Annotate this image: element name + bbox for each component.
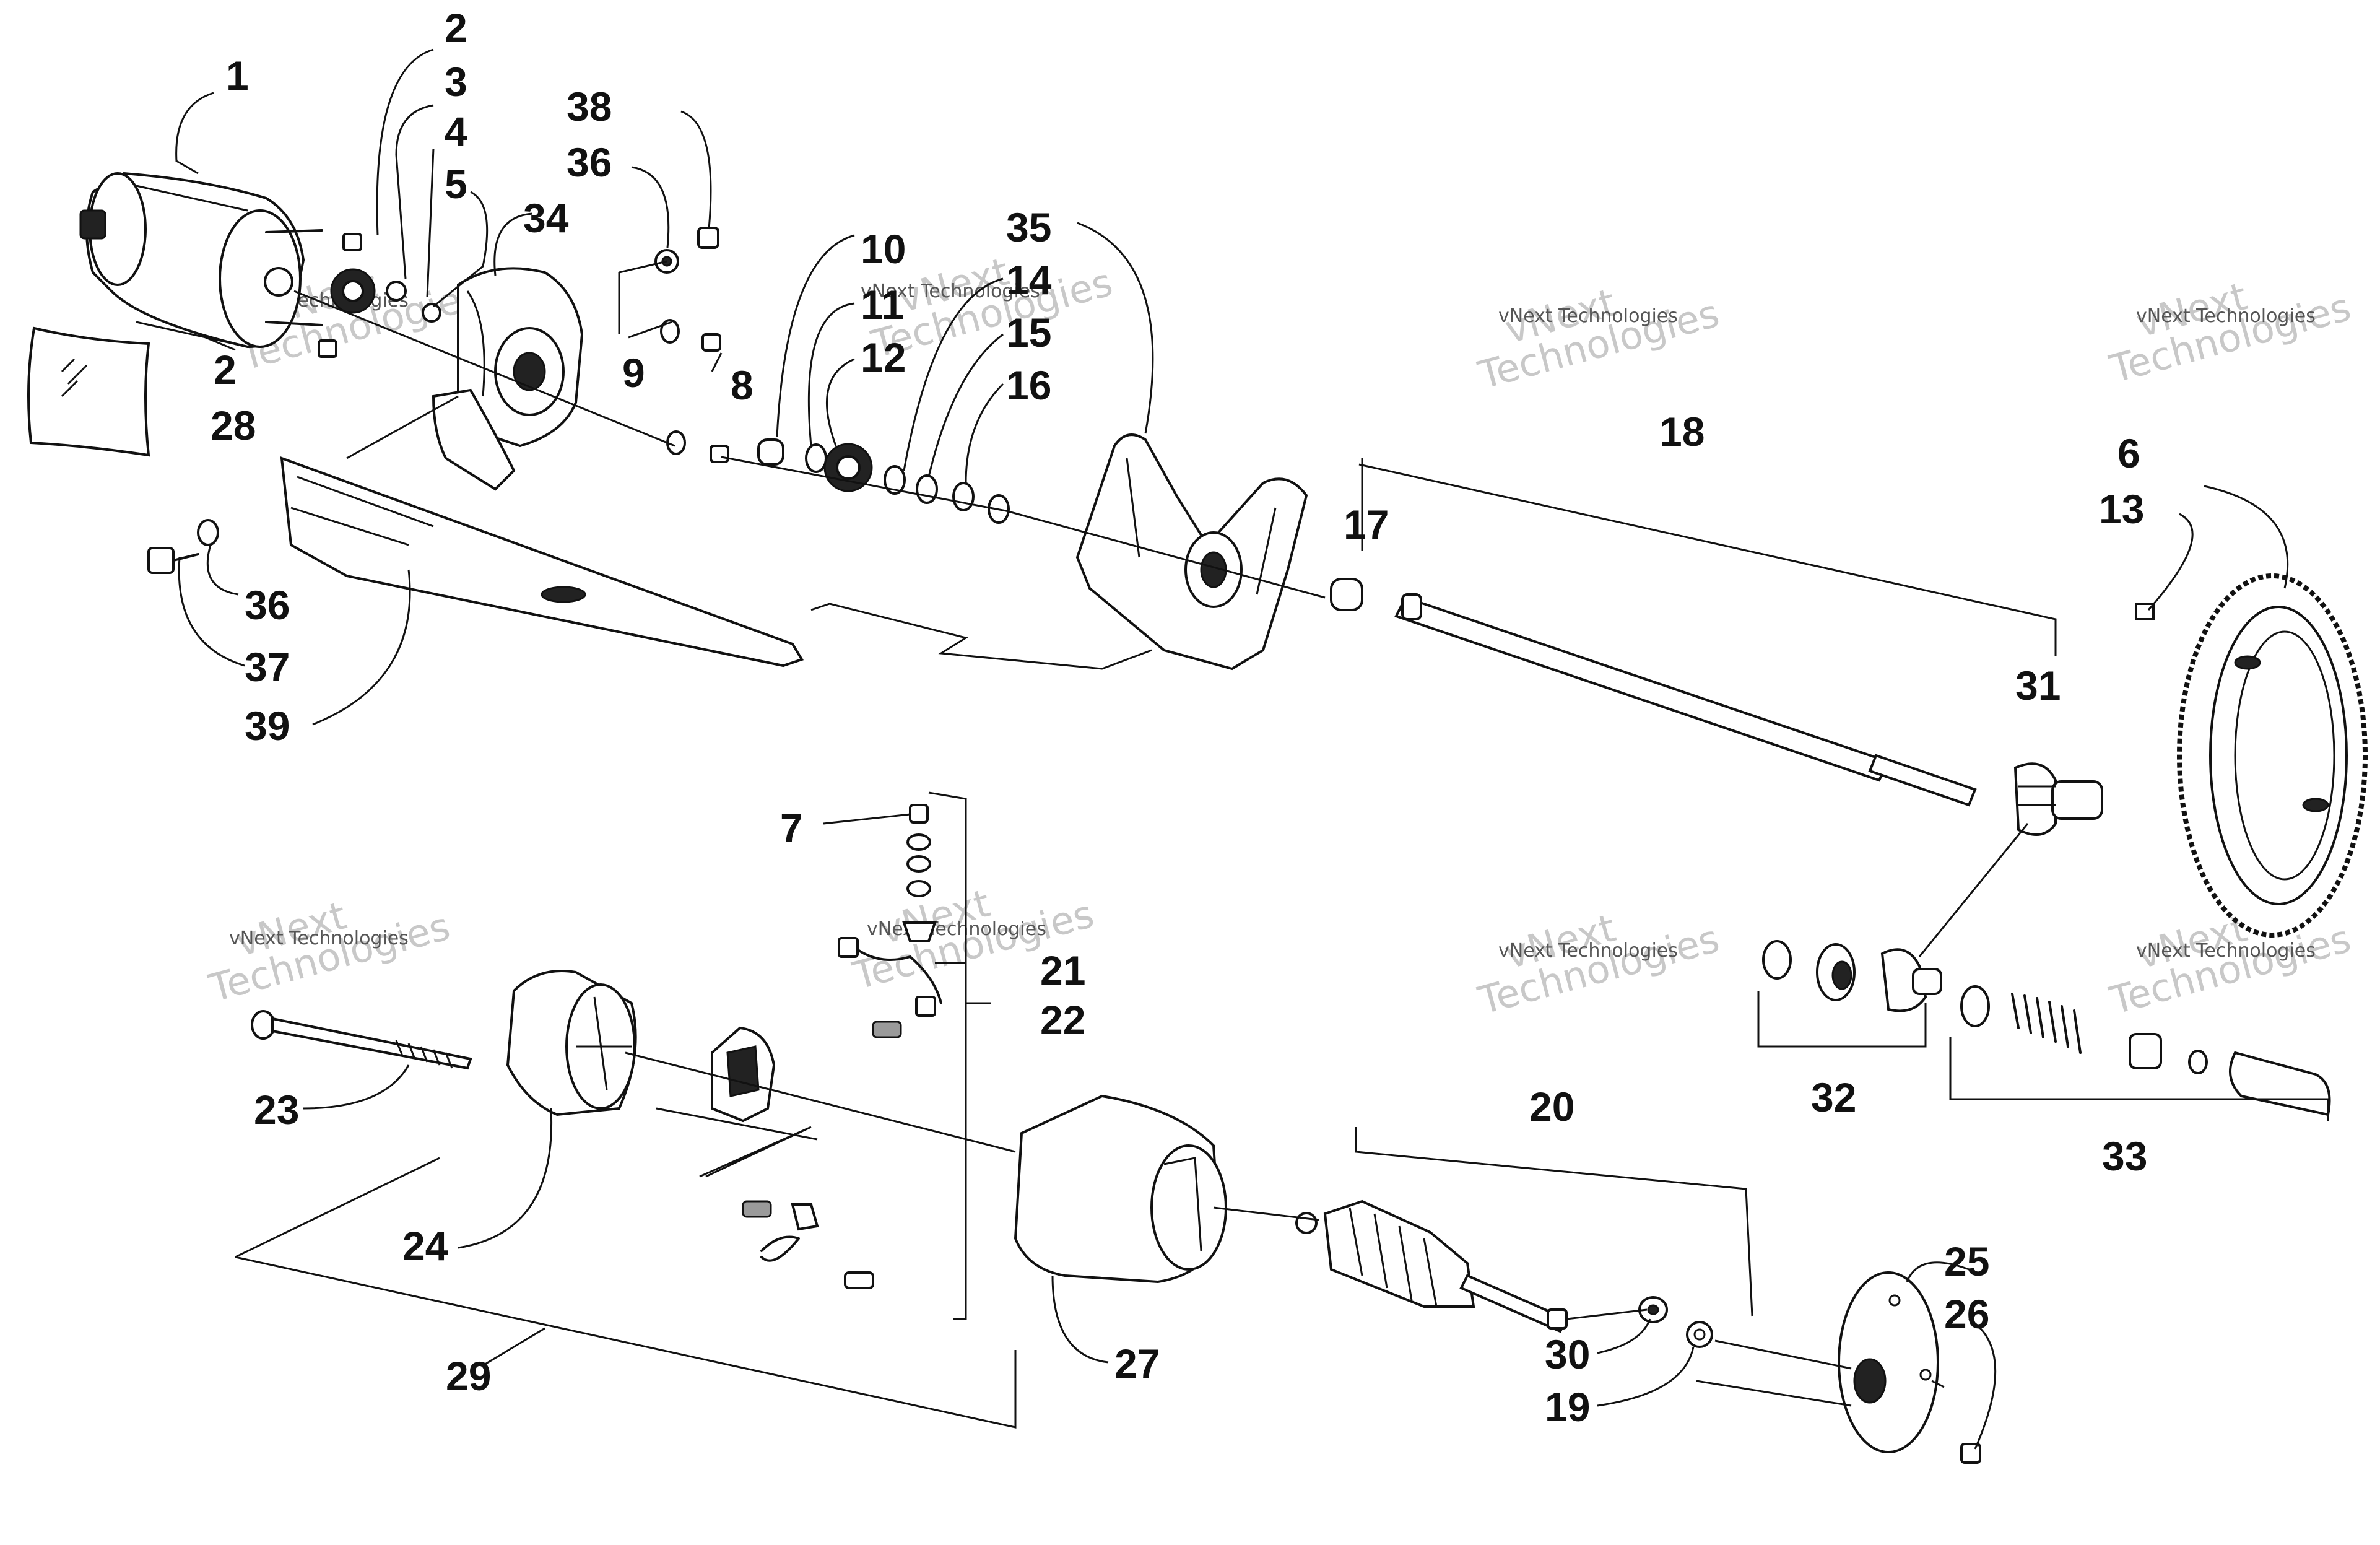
top-leader-lines <box>293 260 2057 670</box>
brush-holder <box>711 1026 776 1123</box>
part-label-24: 24 <box>402 1223 448 1269</box>
end-cap <box>506 970 637 1116</box>
part-label-20: 20 <box>1529 1084 1574 1129</box>
part-label-28: 28 <box>211 403 256 448</box>
callout-leaders <box>175 48 2289 1450</box>
watermark-7-small: vNext Technologies <box>1498 940 1678 962</box>
part-label-15: 15 <box>1006 310 1051 355</box>
part-label-37: 37 <box>245 644 290 690</box>
bottom-leader-lines <box>235 823 2329 1429</box>
clutch-group <box>1762 940 1942 1012</box>
part-label-26: 26 <box>1944 1291 1989 1337</box>
brush-hardware-stack <box>838 791 967 1320</box>
part-label-6: 6 <box>2117 430 2140 476</box>
watermark-2-small: vNext Technologies <box>861 281 1040 302</box>
part-label-31: 31 <box>2015 663 2061 708</box>
part-label-12: 12 <box>861 334 906 380</box>
starter-label-sticker <box>27 326 150 457</box>
nuts-washers-upper <box>654 227 729 463</box>
pinion-gear <box>2013 762 2103 836</box>
part-label-18: 18 <box>1659 409 1705 455</box>
starter-hardware <box>265 229 441 358</box>
part-label-7: 7 <box>780 805 803 851</box>
ring-gear-rivet <box>2135 603 2155 620</box>
part-label-33: 33 <box>2102 1133 2147 1179</box>
part-label-32: 32 <box>1811 1074 1856 1120</box>
part-label-36-bottom: 36 <box>245 582 290 628</box>
part-label-16: 16 <box>1006 362 1051 408</box>
part-label-25: 25 <box>1944 1238 1989 1284</box>
part-label-23: 23 <box>254 1087 299 1133</box>
watermark-3-small: vNext Technologies <box>1498 305 1678 327</box>
part-label-35: 35 <box>1006 204 1051 250</box>
part-label-10: 10 <box>861 226 906 272</box>
bracket-bolt <box>147 519 219 574</box>
end-plate-nut <box>1960 1443 1981 1464</box>
support-bracket <box>1075 433 1308 671</box>
watermark-8-small: vNext Technologies <box>2136 940 2316 962</box>
drive-end-plate <box>1838 1271 1939 1453</box>
part-label-17: 17 <box>1344 502 1389 547</box>
part-label-34: 34 <box>523 195 569 241</box>
watermark-5-small: vNext Technologies <box>229 928 409 949</box>
part-label-29: 29 <box>446 1353 491 1399</box>
part-label-4: 4 <box>445 108 467 154</box>
armature <box>1295 1199 1568 1333</box>
part-number-labels: 1 2 3 4 5 2 28 34 38 36 9 8 10 11 12 14 … <box>211 5 2147 1430</box>
part-label-3: 3 <box>445 59 467 105</box>
part-label-21: 21 <box>1040 947 1085 993</box>
part-label-8: 8 <box>731 362 754 408</box>
watermark-6-small: vNext Technologies <box>867 918 1046 940</box>
shaft-bushing <box>1330 578 1363 611</box>
field-frame <box>1014 1094 1227 1284</box>
part-label-11: 11 <box>861 282 904 328</box>
part-label-27: 27 <box>1114 1341 1160 1386</box>
part-label-22: 22 <box>1040 997 1085 1043</box>
part-label-19: 19 <box>1545 1384 1590 1430</box>
ring-gear <box>2177 573 2368 938</box>
part-label-14: 14 <box>1006 257 1052 303</box>
part-label-1: 1 <box>226 53 249 98</box>
starter-motor <box>79 172 305 349</box>
mounting-plate <box>280 456 804 668</box>
part-label-38: 38 <box>567 84 612 129</box>
part-label-36-top: 36 <box>567 139 612 185</box>
armature-washers <box>1638 1296 1713 1348</box>
part-label-2-bottom: 2 <box>214 347 237 393</box>
part-label-9: 9 <box>622 350 645 396</box>
part-label-13: 13 <box>2099 486 2144 532</box>
drive-shaft <box>1394 593 1977 807</box>
drive-spacers <box>757 438 1010 524</box>
part-label-2-top: 2 <box>445 5 467 51</box>
part-label-30: 30 <box>1545 1331 1590 1377</box>
part-label-5: 5 <box>445 161 467 207</box>
through-bolt <box>251 1010 472 1070</box>
part-label-39: 39 <box>245 703 290 749</box>
lower-brushes <box>699 1126 874 1289</box>
watermark-4-small: vNext Technologies <box>2136 305 2316 327</box>
